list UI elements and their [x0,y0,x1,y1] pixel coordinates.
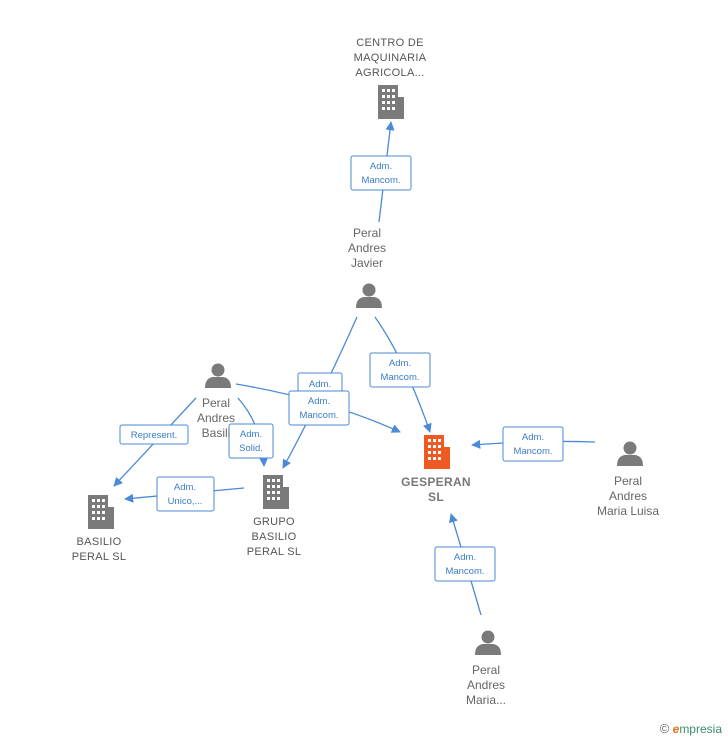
edge-label-javier-centro[interactable]: Adm. Mancom. [350,155,412,191]
edge-labels: Adm. Mancom. Adm. Mancom. Adm. Adm. Manc… [119,155,564,582]
building-icon [378,85,404,119]
person-icon [205,363,231,388]
node-basilio-peral-sl-label-2: PERAL SL [72,551,127,563]
building-icon [263,475,289,509]
svg-text:Mancom.: Mancom. [513,446,552,457]
edge-label-marialuisa-gesperan[interactable]: Adm. Mancom. [502,426,564,462]
copyright-symbol: © [659,721,670,736]
edge-label-maria-gesperan[interactable]: Adm. Mancom. [434,546,496,582]
node-gesperan-label-2: SL [428,490,444,504]
svg-text:Adm.: Adm. [174,482,196,493]
svg-text:Mancom.: Mancom. [299,410,338,421]
node-centro-label-3: AGRICOLA... [355,67,424,79]
node-javier[interactable]: Peral Andres Javier [348,226,386,308]
node-grupo-label-1: GRUPO [253,516,295,528]
node-maria-label-1: Peral [472,663,500,677]
node-javier-label-1: Peral [353,226,381,240]
edge-label-javier-gesperan[interactable]: Adm. Mancom. [369,352,431,388]
node-centro-label-2: MAQUINARIA [354,52,427,64]
node-javier-label-2: Andres [348,241,386,255]
svg-text:Adm.: Adm. [522,432,544,443]
node-basilio-person-label-3: Basili [202,426,231,440]
node-grupo-label-3: PERAL SL [247,546,302,558]
node-gesperan[interactable]: GESPERAN SL [401,435,471,504]
svg-text:Mancom.: Mancom. [380,372,419,383]
svg-text:Adm.: Adm. [389,358,411,369]
svg-text:Solid.: Solid. [239,443,263,454]
node-javier-label-3: Javier [351,256,383,270]
svg-text:Adm.: Adm. [370,161,392,172]
node-maria-luisa-label-1: Peral [614,474,642,488]
brand-name: mpresia [679,722,722,736]
edge-label-grupo-basiliosl[interactable]: Adm. Unico,... [156,476,215,512]
svg-text:Represent.: Represent. [131,430,177,441]
node-maria-label-3: Maria... [466,693,506,707]
node-basilio-person-label-2: Andres [197,411,235,425]
node-maria-luisa-label-2: Andres [609,489,647,503]
node-maria[interactable]: Peral Andres Maria... [466,630,506,708]
node-centro[interactable]: CENTRO DE MAQUINARIA AGRICOLA... [354,37,427,119]
node-grupo[interactable]: GRUPO BASILIO PERAL SL [247,475,302,558]
edge-label-javier-grupo[interactable]: Adm. [297,372,343,394]
person-icon [617,441,643,466]
node-maria-luisa-label-3: Maria Luisa [597,504,659,518]
node-basilio-person[interactable]: Peral Andres Basili [197,363,235,441]
node-maria-luisa[interactable]: Peral Andres Maria Luisa [597,441,659,519]
building-icon [88,495,114,529]
node-basilio-person-label-1: Peral [202,396,230,410]
node-grupo-label-2: BASILIO [252,531,297,543]
brand-logo-icon: e [672,722,680,736]
brand-watermark: © empresia [660,721,722,736]
edge-label-basilio-grupo[interactable]: Adm. Solid. [228,423,274,459]
svg-text:Mancom.: Mancom. [361,175,400,186]
person-icon [356,283,382,308]
node-centro-label-1: CENTRO DE [356,37,423,49]
edge-label-basilio-gesperan[interactable]: Adm. Mancom. [288,390,350,426]
building-icon [424,435,450,469]
svg-text:Adm.: Adm. [309,379,331,390]
node-basilio-peral-sl-label-1: BASILIO [77,536,122,548]
svg-text:Unico,...: Unico,... [168,496,203,507]
node-gesperan-label-1: GESPERAN [401,475,471,489]
svg-text:Adm.: Adm. [240,429,262,440]
svg-text:Mancom.: Mancom. [445,566,484,577]
node-maria-label-2: Andres [467,678,505,692]
node-basilio-peral-sl[interactable]: BASILIO PERAL SL [72,495,127,563]
svg-text:Adm.: Adm. [454,552,476,563]
edge-label-basilio-basiliosl[interactable]: Represent. [119,424,189,445]
person-icon [475,630,501,655]
edges [113,121,596,616]
svg-text:Adm.: Adm. [308,396,330,407]
